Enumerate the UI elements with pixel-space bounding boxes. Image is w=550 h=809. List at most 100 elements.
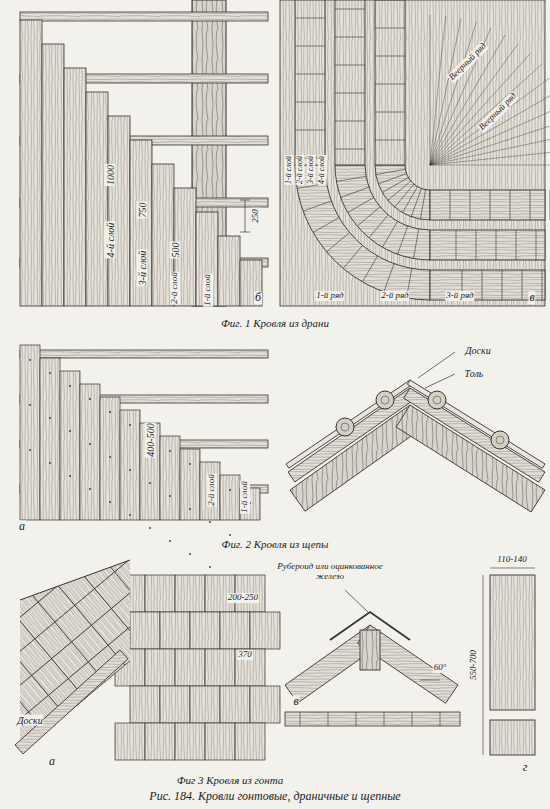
log-ring <box>341 423 349 431</box>
shingle <box>0 599 18 636</box>
shingle <box>25 529 62 566</box>
nail <box>169 450 171 452</box>
log-ring <box>381 396 389 404</box>
leader-line <box>345 590 368 612</box>
nail <box>189 553 191 555</box>
nail <box>129 514 131 516</box>
layer-label: 550-700 <box>469 649 479 681</box>
wood-piece <box>145 723 175 760</box>
shingle-joint <box>295 74 325 75</box>
wood-piece <box>130 140 152 306</box>
roof-layer <box>286 380 413 468</box>
shingle-joint <box>502 270 503 300</box>
drawing-label: Толь <box>464 368 485 379</box>
shingle-joint <box>450 190 451 220</box>
layer-label: 3-й слой <box>307 155 316 185</box>
drawing-label: 60° <box>433 663 448 673</box>
shingle-joint <box>476 230 477 260</box>
fan-line <box>430 16 446 165</box>
wood-piece <box>190 612 220 649</box>
nail <box>129 424 131 426</box>
shingle-joint <box>336 176 366 181</box>
nail <box>29 449 31 451</box>
wood-piece <box>490 720 535 755</box>
nail <box>169 495 171 497</box>
nail <box>29 404 31 406</box>
shingle-joint <box>295 130 325 131</box>
wood-piece <box>235 723 265 760</box>
shingle-joint <box>490 190 491 220</box>
wood-piece <box>285 712 460 726</box>
shingle-joint <box>375 140 405 141</box>
wood-piece <box>108 116 130 306</box>
dimension-line <box>240 232 250 233</box>
layer-label: 2-й слой <box>296 155 305 185</box>
nail <box>29 359 31 361</box>
shingle-joint <box>383 221 398 247</box>
wood-piece <box>180 449 200 520</box>
shingle <box>0 672 12 709</box>
drawing-label: 2-й ряд <box>380 291 409 301</box>
nail <box>109 411 111 413</box>
nail <box>89 443 91 445</box>
drawing-label: Фиг. 1 Кровля из драни <box>220 317 330 329</box>
fan-line <box>430 22 476 165</box>
layer-label: 1000 <box>105 164 116 186</box>
shingle-joint <box>327 232 350 251</box>
shingle-joint <box>375 28 405 29</box>
shingle-joint <box>335 37 365 38</box>
drawing-label: в <box>292 695 299 708</box>
wood-piece <box>20 345 40 520</box>
shingle-joint <box>482 270 483 300</box>
wood-piece <box>175 575 205 612</box>
fan-line <box>430 54 530 165</box>
roof-layer <box>407 380 545 468</box>
shingle-joint <box>440 712 441 726</box>
shingle-joint <box>522 270 523 300</box>
shingle <box>128 612 165 649</box>
shingle <box>111 592 148 629</box>
fan-line <box>430 165 550 166</box>
wood-piece <box>86 92 108 306</box>
shingle <box>0 636 15 673</box>
shingle-joint <box>378 174 406 184</box>
nail <box>189 508 191 510</box>
shingle-joint <box>456 230 457 260</box>
shingle-joint <box>375 84 405 85</box>
shingle <box>5 546 42 583</box>
ridge-cover <box>330 612 410 640</box>
wood-piece <box>190 686 220 723</box>
layer-label: 1-й слой <box>240 480 250 513</box>
roof-layer <box>15 650 128 754</box>
shingle <box>65 495 102 532</box>
layer-label: 400-500 <box>145 422 156 457</box>
drawing-label: 200-250 <box>227 593 259 603</box>
wood-piece <box>130 686 160 723</box>
nail <box>169 540 171 542</box>
drawing-label: 370 <box>237 650 253 660</box>
log-ring <box>433 396 441 404</box>
figure-caption: Рис. 184. Кровли гонтовые, драничные и щ… <box>148 790 401 803</box>
wood-piece <box>205 649 235 686</box>
shingle-joint <box>375 112 405 113</box>
wood-piece <box>240 260 262 306</box>
purlin-log <box>336 418 354 436</box>
layer-label: 1-й слой <box>203 273 213 306</box>
wood-piece <box>20 350 268 358</box>
nail <box>209 521 211 523</box>
shingle-joint <box>536 230 537 260</box>
shingle-joint <box>395 184 414 207</box>
drawing-label: г <box>522 761 529 774</box>
shingle <box>131 575 168 612</box>
layer-label: 3-й слой <box>137 250 148 287</box>
nail <box>69 430 71 432</box>
fan-line <box>430 15 431 165</box>
wood-piece <box>205 723 235 760</box>
shingle-joint <box>414 229 419 259</box>
wood-piece <box>375 0 405 165</box>
drawing-label: 3-й ряд <box>445 291 474 301</box>
shingle-joint <box>384 264 394 292</box>
fan-row <box>295 165 430 300</box>
dimension-line <box>490 568 535 569</box>
dimension-line <box>240 200 250 201</box>
